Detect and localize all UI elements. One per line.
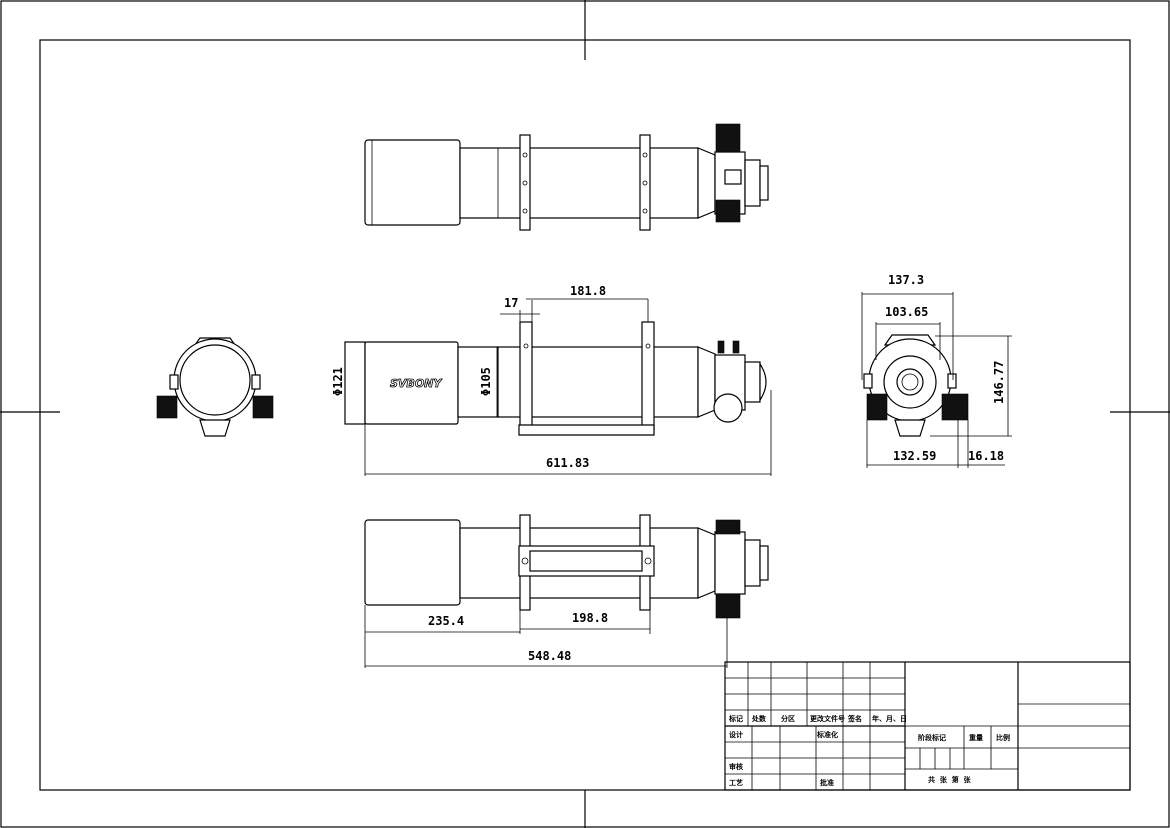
label-design: 设计: [729, 730, 743, 739]
dim-overall-width: 137.3: [888, 273, 924, 287]
dim-knob-offset: 16.18: [968, 449, 1004, 463]
title-block: 标记 处数 分区 更改文件号 签名 年、月、日 设计 标准化 审核 工艺 批准 …: [724, 661, 1131, 791]
label-date: 年、月、日: [872, 714, 907, 723]
telescope-top-view: [364, 123, 769, 231]
telescope-side-view: SVBONY: [344, 321, 767, 436]
side-view-dimensions: Φ121 Φ105 17 181.8 611.83: [331, 284, 772, 476]
dim-overall-height: 146.77: [992, 361, 1006, 404]
label-stage-mark: 阶段标记: [918, 733, 946, 742]
label-scale: 比例: [996, 733, 1010, 742]
label-approve: 批准: [820, 778, 834, 787]
dim-ring-spacing: 181.8: [570, 284, 606, 298]
rear-view-dimensions: 137.3 103.65 146.77 132.59 16.18: [861, 273, 1012, 468]
dim-knob-span: 132.59: [893, 449, 936, 463]
label-weight: 重量: [969, 733, 983, 742]
dim-length-to-focuser: 548.48: [528, 649, 571, 663]
label-review: 审核: [729, 762, 743, 771]
dim-tube-diameter: Φ105: [479, 367, 493, 396]
dim-focuser-width: 103.65: [885, 305, 928, 319]
telescope-rear-view: [863, 334, 969, 437]
label-standardization: 标准化: [816, 730, 838, 739]
bottom-view-dimensions: 235.4 198.8 548.48: [364, 605, 728, 668]
dim-dovetail-length: 198.8: [572, 611, 608, 625]
telescope-bottom-view: [364, 514, 769, 619]
label-sheets: 共 张 第 张: [928, 775, 972, 784]
label-count: 处数: [751, 714, 767, 723]
label-process: 工艺: [729, 778, 743, 787]
label-change-doc: 更改文件号: [810, 714, 845, 723]
dim-ring-width: 17: [504, 296, 518, 310]
dim-overall-length: 611.83: [546, 456, 589, 470]
label-signature: 签名: [847, 714, 862, 723]
svbony-logo: SVBONY: [390, 377, 442, 390]
dim-front-to-ring: 235.4: [428, 614, 464, 628]
label-mark: 标记: [728, 714, 743, 723]
telescope-front-view: [156, 337, 274, 437]
dim-dew-shield-diameter: Φ121: [331, 367, 345, 396]
label-zone: 分区: [781, 714, 795, 723]
